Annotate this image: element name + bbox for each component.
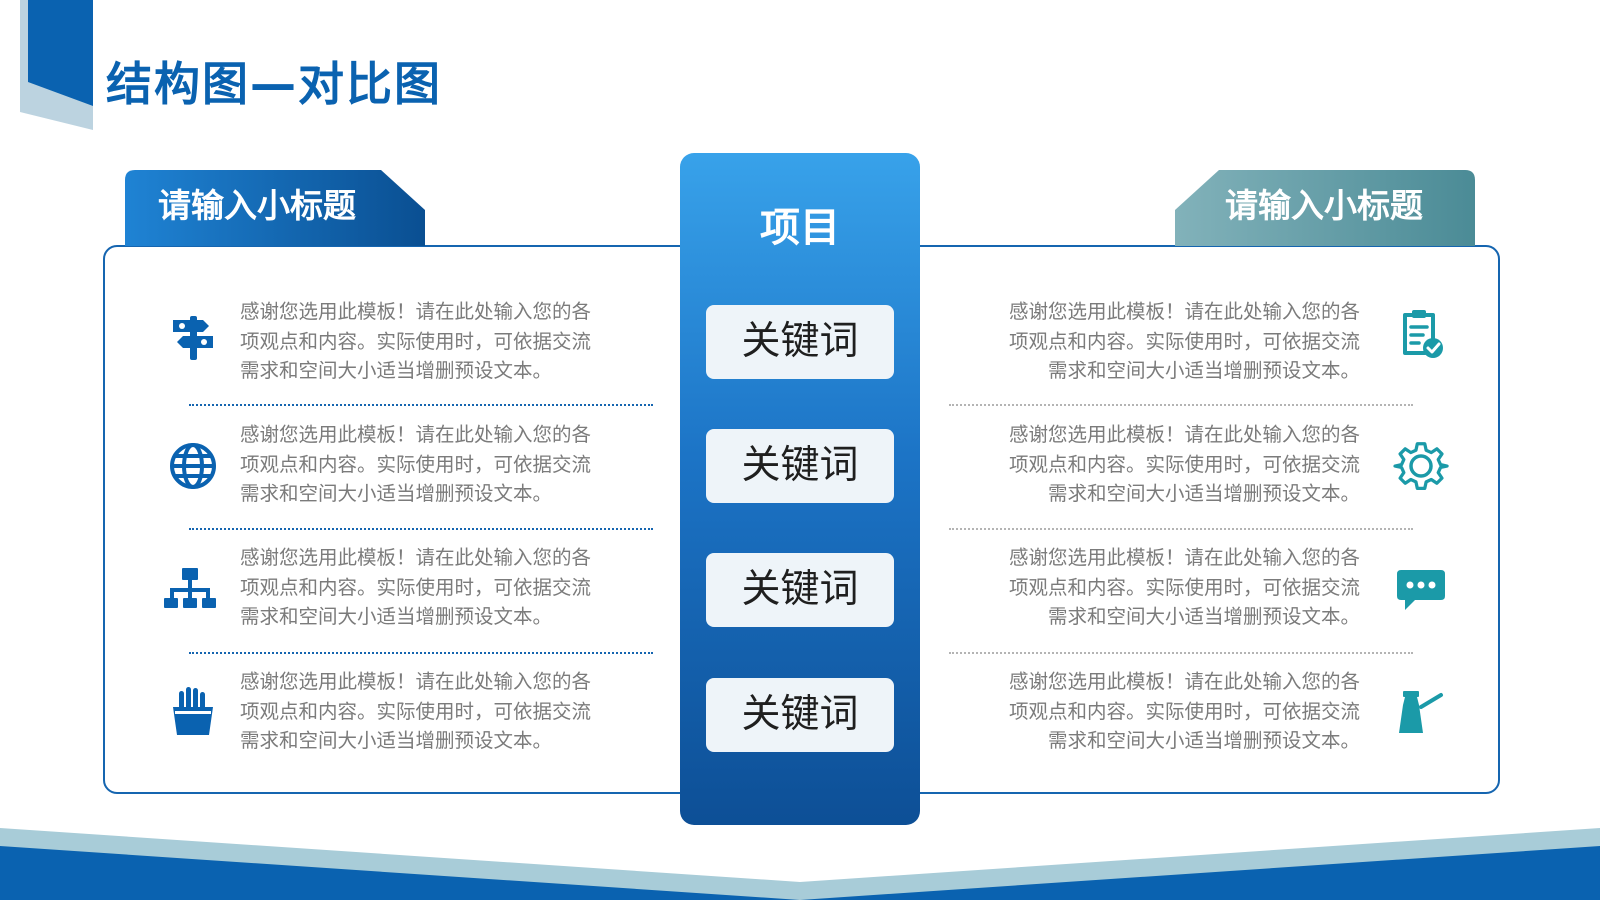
title-corner-decoration — [20, 0, 93, 130]
left-description-3: 感谢您选用此模板！请在此处输入您的各项观点和内容。实际使用时，可依据交流需求和空… — [240, 546, 592, 628]
page-title: 结构图—对比图 — [106, 57, 442, 111]
left-description-4: 感谢您选用此模板！请在此处输入您的各项观点和内容。实际使用时，可依据交流需求和空… — [240, 670, 592, 752]
right-subtitle: 请输入小标题 — [1225, 186, 1423, 225]
gear-icon — [1393, 442, 1449, 490]
coffee-pot-icon — [1399, 691, 1443, 733]
right-divider-2 — [949, 528, 1413, 530]
signpost-icon — [173, 316, 213, 360]
bottom-decoration — [0, 828, 1600, 900]
right-subtitle-tab: 请输入小标题 — [1175, 170, 1475, 246]
left-subtitle-tab: 请输入小标题 — [125, 170, 425, 246]
fries-icon — [173, 687, 213, 735]
clipboard-check-icon — [1403, 310, 1443, 358]
keyword-box-2: 关键词 — [706, 429, 894, 503]
keyword-box-1: 关键词 — [706, 305, 894, 379]
right-description-1: 感谢您选用此模板！请在此处输入您的各项观点和内容。实际使用时，可依据交流需求和空… — [1008, 300, 1360, 382]
keyword-box-3: 关键词 — [706, 553, 894, 627]
right-divider-1 — [949, 404, 1413, 406]
globe-icon — [170, 443, 216, 489]
left-description-2: 感谢您选用此模板！请在此处输入您的各项观点和内容。实际使用时，可依据交流需求和空… — [240, 423, 592, 505]
left-divider-2 — [189, 528, 653, 530]
keyword-box-4: 关键词 — [706, 678, 894, 752]
center-title: 项目 — [760, 205, 840, 251]
right-description-2: 感谢您选用此模板！请在此处输入您的各项观点和内容。实际使用时，可依据交流需求和空… — [1008, 423, 1360, 505]
chat-bubble-icon — [1397, 570, 1445, 610]
right-divider-3 — [949, 652, 1413, 654]
right-description-3: 感谢您选用此模板！请在此处输入您的各项观点和内容。实际使用时，可依据交流需求和空… — [1008, 546, 1360, 628]
right-description-4: 感谢您选用此模板！请在此处输入您的各项观点和内容。实际使用时，可依据交流需求和空… — [1008, 670, 1360, 752]
right-panel — [895, 245, 1500, 794]
left-divider-3 — [189, 652, 653, 654]
left-subtitle: 请输入小标题 — [158, 186, 356, 225]
left-divider-1 — [189, 404, 653, 406]
left-description-1: 感谢您选用此模板！请在此处输入您的各项观点和内容。实际使用时，可依据交流需求和空… — [240, 300, 592, 382]
org-chart-icon — [164, 568, 216, 608]
